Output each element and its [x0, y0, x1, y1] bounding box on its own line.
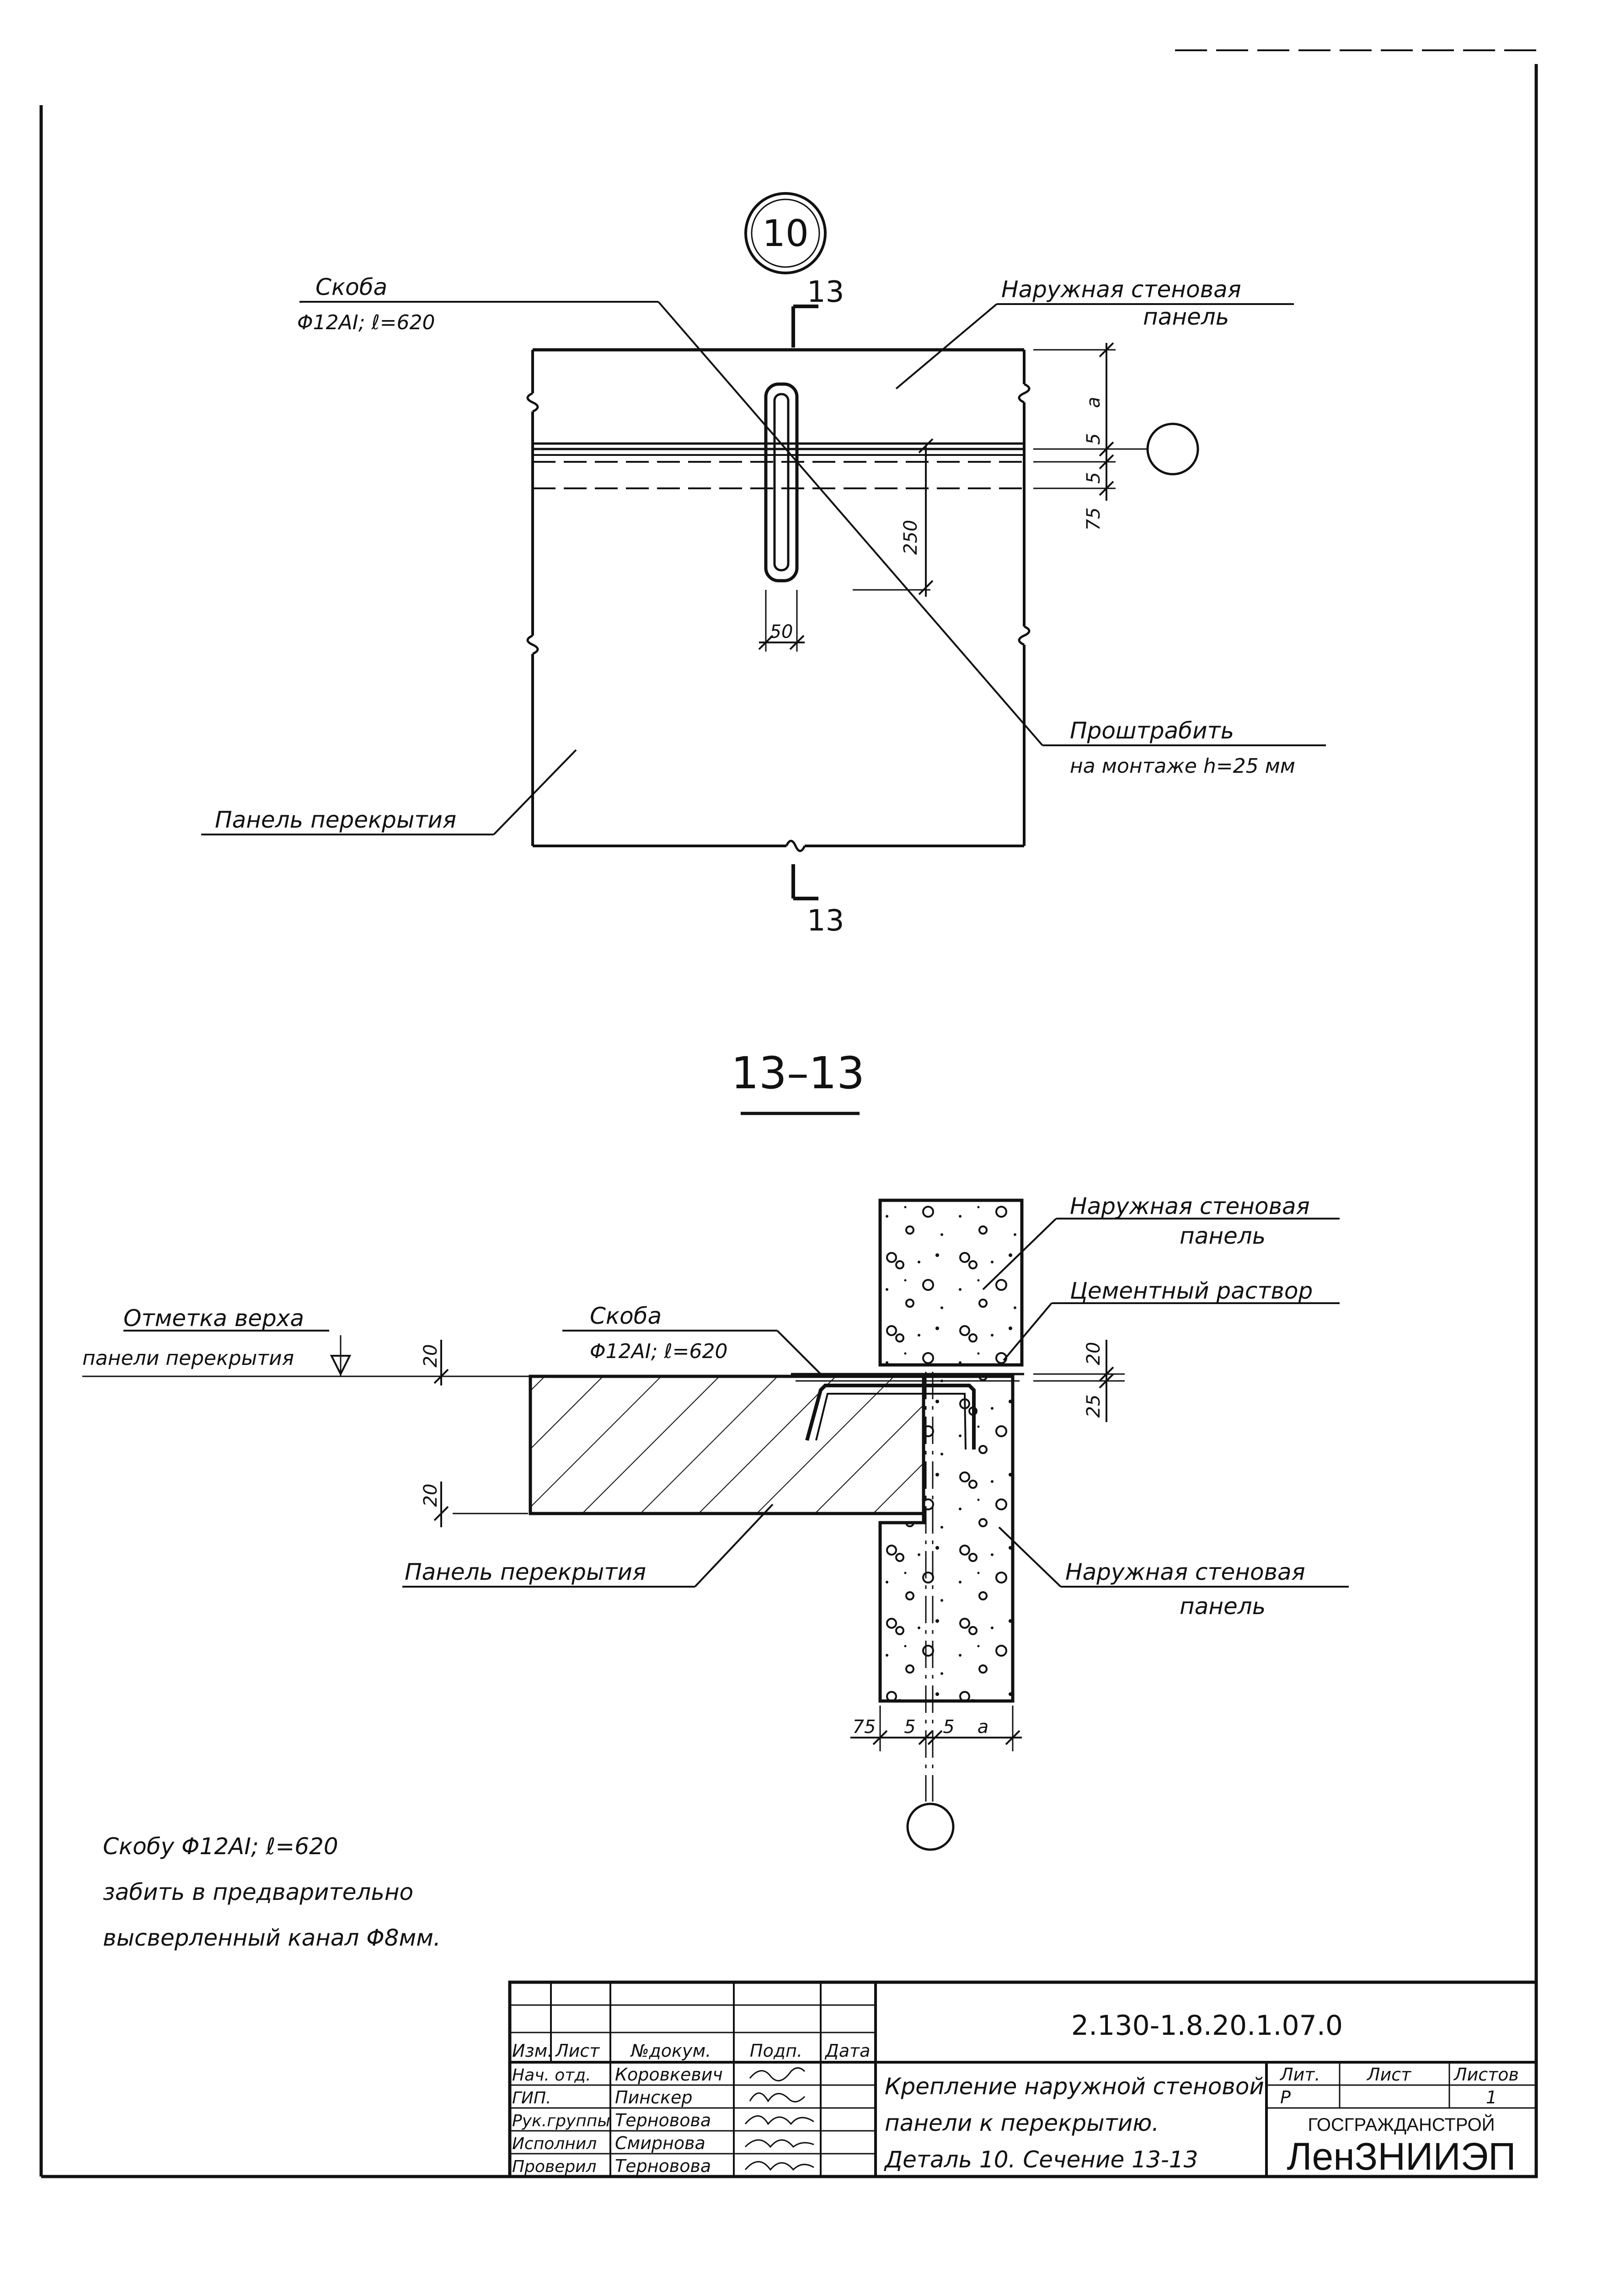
section-mortar-label: Цементный раствор — [1070, 1278, 1313, 1304]
signatures — [744, 2067, 814, 2171]
row-role: Исполнил — [512, 2134, 597, 2153]
doc-title-3: Деталь 10. Сечение 13-13 — [884, 2146, 1198, 2173]
section-slab-label: Панель перекрытия — [405, 1559, 646, 1585]
doc-title-1: Крепление наружной стеновой — [885, 2073, 1264, 2100]
row-name: Терновова — [615, 2156, 711, 2176]
section-mark-bottom: 13 — [807, 904, 844, 938]
note-line-1: Скобу Φ12AI; ℓ=620 — [103, 1833, 338, 1860]
section-title: 13–13 — [731, 1048, 865, 1099]
section-dim-20-bottom: 20 — [420, 1484, 441, 1507]
mortar-joint — [791, 1373, 1024, 1382]
col-ndoc: №докум. — [630, 2041, 711, 2061]
section-bracket-label: Скоба — [590, 1303, 662, 1329]
section-level-label-1: Отметка верха — [123, 1305, 304, 1332]
section-level-label-2: панели перекрытия — [82, 1347, 294, 1370]
section-dim-20-top: 20 — [420, 1344, 441, 1368]
section-leaders — [402, 1218, 1349, 1588]
sheets-label: Листов — [1453, 2065, 1519, 2085]
plan-dimensions: a 5 5 75 250 50 — [758, 342, 1199, 652]
row-name: Пинскер — [615, 2087, 692, 2107]
row-name: Коровкевич — [615, 2065, 723, 2085]
row-role: Нач. отд. — [512, 2066, 591, 2085]
doc-code: 2.130-1.8.20.1.07.0 — [1071, 2010, 1343, 2042]
col-list: Лист — [555, 2041, 600, 2061]
wall-panel-upper — [878, 1198, 1024, 1367]
lit-label: Лит. — [1279, 2065, 1320, 2085]
section-dim-5a: 5 — [904, 1717, 915, 1738]
plan-wall-panel-label-1: Наружная стеновая — [1001, 276, 1241, 303]
level-mark — [82, 1330, 530, 1377]
note-line-3: высверленный канал Φ8мм. — [103, 1925, 441, 1951]
row-role: ГИП. — [512, 2089, 551, 2107]
plan-wall-panel-label-2: панель — [1143, 304, 1229, 330]
section-cut-top: 13 — [791, 275, 844, 348]
axis-marker-plan — [1146, 423, 1199, 476]
note-line-2: забить в предварительно — [103, 1879, 413, 1905]
section-wall-top-label-1: Наружная стеновая — [1070, 1193, 1310, 1220]
plan-dim-5a: 5 — [1083, 433, 1104, 444]
section-dim-a: a — [978, 1717, 989, 1738]
bracket-plan — [764, 382, 799, 583]
bracket-section — [805, 1384, 976, 1450]
plan-bracket-spec: Φ12AI; ℓ=620 — [297, 311, 435, 334]
section-wall-bottom-label-1: Наружная стеновая — [1065, 1559, 1305, 1585]
section-view: 13–13 — [82, 1048, 1349, 1851]
org-name-1: ГОСГРАЖДАНСТРОЙ — [1308, 2114, 1495, 2135]
plan-caulk-label-1: Проштрабить — [1070, 717, 1234, 744]
row-role: Рук.группы — [512, 2112, 610, 2130]
col-izm: Изм. — [512, 2041, 553, 2061]
slab-outline — [526, 348, 1031, 852]
plan-caulk-label-2: на монтаже h=25 мм — [1070, 754, 1295, 778]
sheets-value: 1 — [1486, 2087, 1497, 2107]
row-name: Смирнова — [615, 2133, 705, 2153]
wall-edge-lines — [533, 442, 1024, 489]
section-wall-bottom-label-2: панель — [1180, 1593, 1266, 1620]
plan-dim-250: 250 — [900, 520, 921, 555]
axis-marker-section — [906, 1803, 955, 1851]
org-name-2: ЛенЗНИИЭП — [1287, 2135, 1516, 2178]
title-block: 2.130-1.8.20.1.07.0 Изм. Лист №докум. По… — [508, 1980, 1538, 2178]
col-podp: Подп. — [750, 2041, 802, 2061]
note: Скобу Φ12AI; ℓ=620 забить в предваритель… — [103, 1833, 441, 1951]
plan-leaders — [201, 301, 1326, 835]
section-bracket-spec: Φ12AI; ℓ=620 — [590, 1340, 728, 1363]
row-name: Терновова — [615, 2110, 711, 2130]
lit-value: Р — [1280, 2087, 1291, 2107]
plan-dim-5b: 5 — [1083, 472, 1104, 483]
plan-bracket-label: Скоба — [315, 274, 387, 300]
sheet-label: Лист — [1366, 2065, 1412, 2085]
plan-dim-75: 75 — [1083, 508, 1104, 531]
section-dimensions: 20 20 20 25 75 5 5 a — [420, 1340, 1125, 1751]
plan-dim-a: a — [1083, 397, 1104, 408]
detail-number: 10 — [762, 212, 809, 255]
plan-dim-50: 50 — [770, 621, 793, 642]
plan-view: 10 13 13 — [201, 192, 1326, 938]
slab-section — [529, 1375, 925, 1515]
axis-line-section — [906, 1372, 955, 1851]
section-dim-5b: 5 — [943, 1717, 954, 1738]
section-dim-20-right: 20 — [1083, 1342, 1104, 1365]
detail-marker-circle — [744, 192, 827, 274]
section-cut-bottom: 13 — [791, 864, 844, 938]
wall-panel-lower — [878, 1375, 1015, 1703]
plan-slab-label: Панель перекрытия — [215, 807, 456, 833]
doc-title-2: панели к перекрытию. — [885, 2110, 1159, 2136]
col-data: Дата — [824, 2041, 870, 2061]
section-dim-25-right: 25 — [1083, 1395, 1104, 1418]
section-wall-top-label-2: панель — [1180, 1223, 1266, 1249]
row-role: Проверил — [512, 2157, 597, 2176]
section-mark-top: 13 — [807, 275, 844, 309]
section-dim-75: 75 — [853, 1717, 876, 1738]
